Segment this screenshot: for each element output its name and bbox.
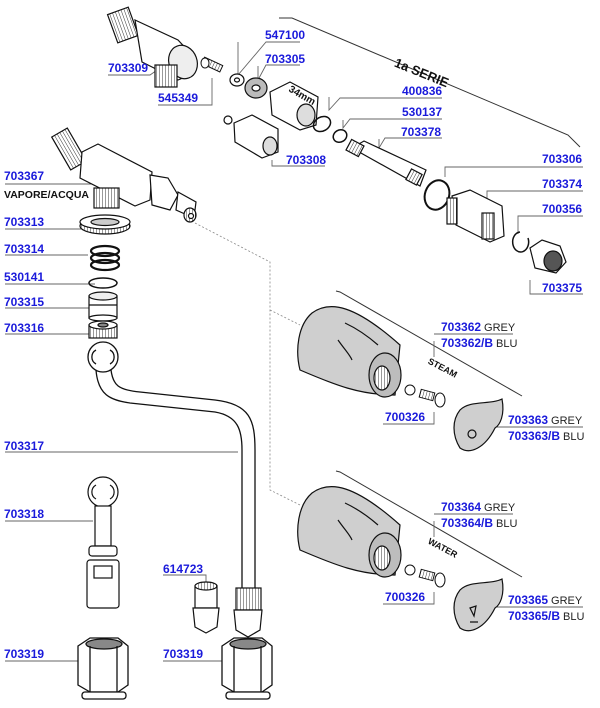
part-703314-spring (89, 244, 121, 272)
part-label-547100[interactable]: 547100 (265, 28, 306, 42)
part-code[interactable]: 703362/B (441, 336, 494, 350)
color-suffix: GREY (551, 595, 583, 607)
part-label-614723[interactable]: 614723 (163, 562, 204, 576)
part-label-545349[interactable]: 545349 (158, 91, 199, 105)
part-703313-knurled-ring (79, 214, 131, 235)
part-code[interactable]: 703365/B (508, 609, 561, 623)
color-suffix: BLU (496, 518, 518, 530)
part-code[interactable]: 703364 (441, 500, 482, 514)
part-703305-ring (244, 77, 268, 99)
part-703367-main-body (50, 127, 197, 223)
part-label-700356[interactable]: 700356 (542, 202, 583, 216)
part-614723-nozzle (192, 581, 220, 634)
part-label-703378[interactable]: 703378 (401, 125, 442, 139)
part-label-400836[interactable]: 400836 (402, 84, 443, 98)
part-label-703315[interactable]: 703315 (4, 295, 45, 309)
part-703318-straight-tube (86, 476, 120, 609)
part-label-703308[interactable]: 703308 (286, 153, 327, 167)
part-530137-oring (332, 128, 348, 144)
part-700326-washer-screw-steam (404, 384, 446, 408)
part-703363-steam-cap (453, 398, 504, 452)
part-code[interactable]: 703365 (508, 593, 549, 607)
part-label-703309[interactable]: 703309 (108, 61, 149, 75)
color-suffix: GREY (484, 502, 516, 514)
leader-lines (5, 41, 583, 662)
part-label-703367[interactable]: 703367 (4, 169, 45, 183)
part-530141-seal (88, 277, 118, 289)
part-label-700326-water[interactable]: 700326 (385, 590, 426, 604)
part-703375-nut (529, 239, 567, 274)
part-703316-bushing (88, 320, 118, 339)
part-703378-shaft (345, 138, 427, 187)
part-code[interactable]: 703364/B (441, 516, 494, 530)
part-label-703306[interactable]: 703306 (542, 152, 583, 166)
part-703365-water-cap (453, 578, 504, 632)
knob-brackets (335, 290, 523, 578)
part-703319-nut-left (77, 637, 129, 700)
color-suffix: GREY (484, 322, 516, 334)
part-703374-bushing (446, 189, 505, 243)
part-label-700326-steam[interactable]: 700326 (385, 410, 426, 424)
part-valve-body-34mm (269, 81, 319, 131)
part-code[interactable]: 703363 (508, 413, 549, 427)
color-suffix: GREY (551, 415, 583, 427)
part-700326-washer-screw-water (404, 564, 446, 588)
part-400836-oring (312, 115, 332, 133)
part-label-703319-right[interactable]: 703319 (163, 647, 204, 661)
part-703362-steam-knob (297, 306, 402, 398)
part-703308-valve-body (223, 114, 279, 159)
part-code[interactable]: 703362 (441, 320, 482, 334)
part-703317-steam-tube (87, 341, 256, 590)
part-label-703317[interactable]: 703317 (4, 439, 45, 453)
part-label-530137[interactable]: 530137 (402, 105, 443, 119)
part-code[interactable]: 703363/B (508, 429, 561, 443)
color-suffix: BLU (563, 431, 585, 443)
part-703315-bushing (88, 291, 118, 322)
part-label-703314[interactable]: 703314 (4, 242, 45, 256)
part-label-530141[interactable]: 530141 (4, 270, 45, 284)
part-545349-screw (200, 56, 224, 73)
color-suffix: BLU (496, 338, 518, 350)
part-label-703374[interactable]: 703374 (542, 177, 583, 191)
serie-bracket (279, 17, 581, 148)
assembly-guide-lines (194, 222, 301, 506)
part-label-703313[interactable]: 703313 (4, 215, 45, 229)
main-body-note: VAPORE/ACQUA (4, 189, 89, 201)
part-label-703375[interactable]: 703375 (542, 281, 583, 295)
part-label-703319-left[interactable]: 703319 (4, 647, 45, 661)
part-703364-water-knob (297, 486, 402, 578)
part-547100-washer (229, 73, 245, 87)
part-label-703316[interactable]: 703316 (4, 321, 45, 335)
color-suffix: BLU (563, 611, 585, 623)
part-703319-nut-right (221, 637, 273, 700)
part-700356-circlip (511, 231, 530, 253)
part-label-703305[interactable]: 703305 (265, 52, 306, 66)
part-703309-tee-fitting (106, 6, 198, 88)
part-tube-end-nozzle (233, 587, 263, 638)
part-label-703318[interactable]: 703318 (4, 507, 45, 521)
